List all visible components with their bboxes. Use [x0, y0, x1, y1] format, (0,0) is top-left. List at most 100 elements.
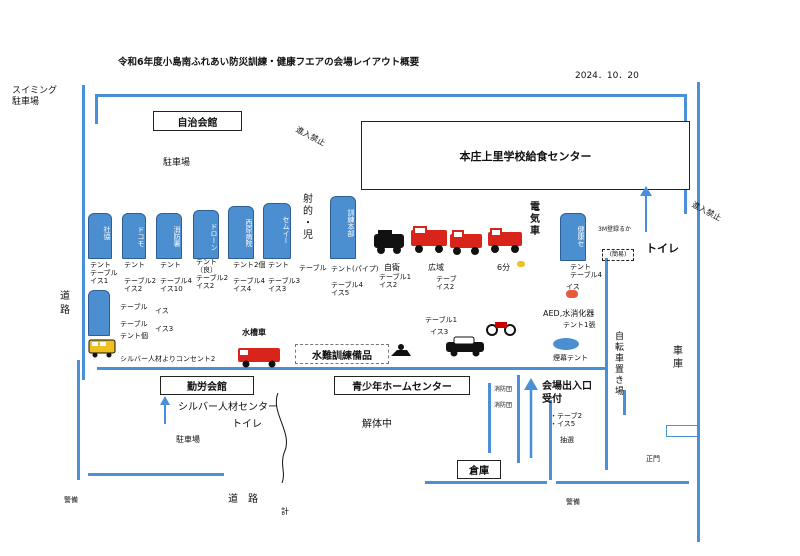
tent-supply-label: テント テーブル イス1	[90, 261, 118, 285]
guard-label: 警備	[64, 496, 78, 504]
tent-supply-label: テーブル	[299, 264, 327, 272]
fire-truck-icon	[488, 228, 522, 253]
small-car-icon	[517, 261, 525, 267]
smoke-tent-label: 煙幕テント	[553, 354, 588, 362]
tent-label: 消防署	[173, 226, 181, 247]
tent-drone: ドローン	[193, 210, 219, 259]
road-bottom-mid	[425, 481, 547, 484]
aed-sub-label: テント1張	[563, 321, 596, 329]
building-souko: 倉庫	[457, 460, 501, 479]
denkisha-label: 電 気 車	[530, 202, 540, 237]
boundary-curve	[275, 393, 287, 483]
road-bottom-sub-label: 計	[281, 507, 289, 516]
building-kyushoku-center: 本庄上里学校給食センター	[361, 121, 690, 190]
tent-label: 健康セ	[577, 226, 585, 247]
road-bottom-right	[556, 481, 689, 484]
toilet-top-label: トイレ	[646, 242, 679, 255]
supply-label: イス3	[430, 328, 449, 336]
vehicle-kouiki-label: 広域	[428, 263, 444, 272]
toilet-note: 3M登録るか	[598, 226, 631, 233]
supply-label: テーブル1	[425, 316, 458, 324]
bicycle-parking-label: 自 転 車 置 き 場	[615, 332, 625, 397]
tent-supply-label: テント （良） テーブル2 イス2	[196, 258, 229, 290]
water-rescue-equipment-sign: 水難訓練備品	[295, 344, 389, 364]
aed-label: AED,水消化器	[543, 309, 595, 318]
tent-label: 訓練本部	[347, 209, 355, 237]
no-entry-left: 進入禁止	[294, 124, 327, 148]
supply-label: イス	[155, 307, 169, 315]
road-top-horizontal	[95, 94, 687, 97]
kaitai-label: 解体中	[362, 419, 392, 430]
guard-label: 警備	[566, 498, 580, 506]
tent-supply-label: テント テーブル4 イス10	[160, 261, 193, 293]
parking-top-label: 駐車場	[163, 158, 191, 168]
tent-supply-label: テント テーブル3 イス3	[268, 261, 301, 293]
supply-label: テーブル	[120, 320, 148, 328]
main-gate-label: 正門	[646, 455, 660, 463]
supply-label: テント個	[120, 332, 148, 340]
jieitai-vehicle-icon	[374, 230, 404, 254]
road-right-outer	[697, 82, 700, 542]
tent-kenko: 健康セ	[560, 213, 586, 261]
fire-truck-icon	[411, 226, 447, 253]
gate-box	[666, 425, 698, 437]
swimming-parking: スイミング 駐車場	[8, 86, 78, 126]
police-car-icon	[446, 336, 484, 357]
shobodan-label: 消防団	[494, 402, 513, 409]
tent-supply-label: テント テーブル2 イス2	[124, 261, 157, 293]
building-seishonen-home: 青少年ホームセンター	[334, 376, 470, 395]
road-top-left-stub	[95, 94, 98, 124]
supply-label: テーブル	[120, 303, 148, 311]
no-entry-right: 進入禁止	[690, 199, 723, 223]
truck-supply-label: テーブ イス2	[436, 275, 457, 291]
bus-icon	[88, 339, 116, 358]
toilet-bottom-label: トイレ	[232, 419, 262, 430]
vehicle-jieitai-label: 自衛	[384, 263, 400, 272]
parking-bottom-label: 駐車場	[176, 435, 200, 444]
entry-arrow-up-icon	[160, 396, 170, 424]
entry-arrow-up-icon	[640, 186, 652, 232]
shateki-label: 射 的 ・ 児	[303, 194, 313, 241]
diagram-title: 令和6年度小島南ふれあい防災訓練・健康フエアの会場レイアウト概要	[118, 57, 420, 68]
toilet-simple-box: (簡易)	[602, 249, 634, 261]
tent-label: ドコモ	[137, 226, 145, 247]
supply-label: イス3	[155, 325, 174, 333]
swimming-parking-label: スイミング 駐車場	[12, 86, 58, 107]
road-entrance-right	[549, 400, 552, 480]
extinguisher-icon	[566, 290, 578, 298]
tent-label: 西原病院	[245, 219, 253, 247]
tent-semui: セムイー	[263, 203, 291, 259]
tent-lower-left	[88, 290, 110, 336]
police-motorcycle-icon	[486, 322, 516, 336]
tent-label: セムイー	[282, 216, 290, 244]
tent-nishihara: 西原病院	[228, 206, 254, 259]
entrance-arrow-up-icon	[524, 378, 538, 458]
silver-center-label: シルバー人材センター	[178, 402, 278, 413]
tent-label: 社協	[103, 226, 111, 240]
entrance-supply-label: ・テーブ2 ・イス5	[550, 412, 583, 428]
entrance-reception-label: 会場出入口 受付	[542, 381, 592, 405]
tent-docomo: ドコモ	[122, 213, 146, 259]
road-right-inner	[605, 258, 608, 470]
tent-kunren-honbu: 訓練本部	[330, 196, 356, 259]
tent-shoboshu: 消防署	[156, 213, 182, 259]
shobodan-label: 消防団	[494, 386, 513, 393]
suisousha-label: 水槽車	[242, 328, 266, 337]
tent-shakyo: 社協	[88, 213, 112, 259]
road-main-horizontal	[97, 367, 607, 370]
vehicle-rokubun-label: 6分	[497, 263, 511, 272]
building-jichikaikan: 自治会館	[153, 111, 242, 131]
silver-outlet-label: シルバー人材よりコンセント2	[120, 355, 216, 363]
supply-label: イス	[566, 283, 580, 291]
tent-label: ドローン	[210, 223, 218, 251]
water-tank-truck-icon	[238, 348, 280, 368]
road-bottom-left	[88, 473, 224, 476]
truck-supply-label: テーブル1 イス2	[379, 273, 412, 289]
jet-ski-icon	[391, 344, 411, 356]
road-left-label: 道 路	[60, 291, 70, 316]
road-bottom-label: 道 路	[228, 494, 258, 505]
tent-supply-label: テント2個 テーブル4 イス4	[233, 261, 266, 293]
diagram-date: 2024．10．20	[575, 71, 639, 81]
road-right-small	[623, 390, 626, 415]
